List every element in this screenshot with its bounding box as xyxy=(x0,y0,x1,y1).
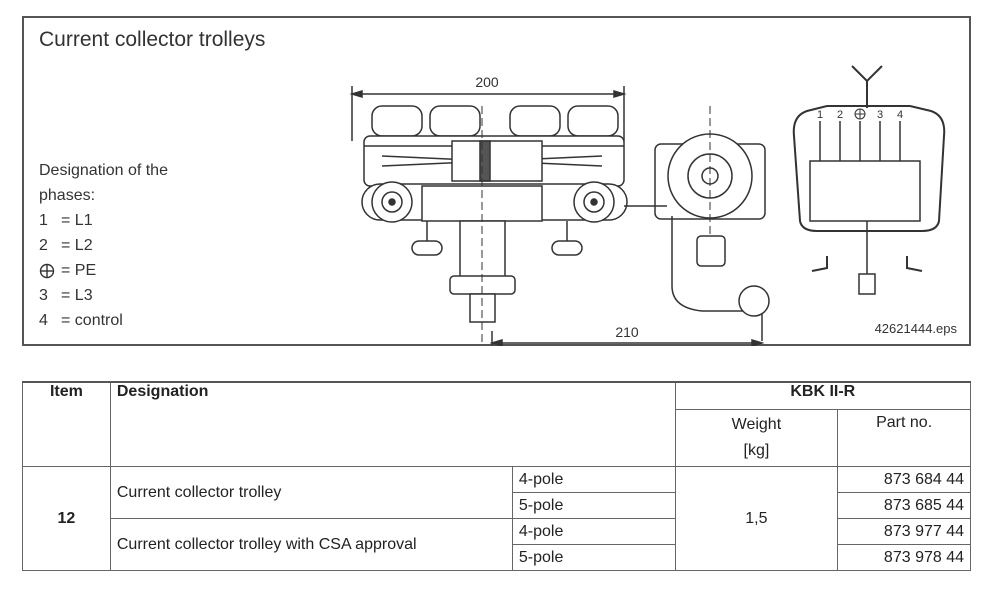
part-number: 873 977 44 xyxy=(837,518,971,545)
legend-item-1: 1 = L1 xyxy=(39,212,93,229)
pole-cell: 5-pole xyxy=(511,544,676,571)
legend-item-4: 4 = control xyxy=(39,312,123,329)
pole-cell: 4-pole xyxy=(511,518,676,545)
designation-cell: Current collector trolley with CSA appro… xyxy=(109,518,513,571)
legend-item-2: 2 = L2 xyxy=(39,237,93,254)
table-row: Current collector trolley with CSA appro… xyxy=(23,518,971,571)
table-row: 12 Current collector trolley 4-pole 1,5 … xyxy=(22,466,971,571)
kbk-group-header: KBK II-R xyxy=(674,381,972,410)
phase-legend: Designation of the phases: 1 = L1 2 = L2… xyxy=(39,158,209,333)
pole-cell: 4-pole xyxy=(511,466,676,493)
pole-cell: 5-pole xyxy=(511,492,676,519)
trolley-drawing: 200 210 1 2 3 4 xyxy=(349,65,946,346)
part-number: 873 684 44 xyxy=(837,466,971,493)
legend-heading: Designation of the phases: xyxy=(39,162,168,204)
figure-box: Current collector trolleys Designation o… xyxy=(22,16,971,346)
part-number: 873 978 44 xyxy=(837,544,971,571)
weight-value: 1,5 xyxy=(674,466,839,571)
legend-item-pe: = PE xyxy=(39,258,209,283)
table-row: 5-pole 873 978 44 xyxy=(23,544,971,571)
designation-cell: Current collector trolley xyxy=(109,466,513,519)
designation-header: Designation xyxy=(109,381,676,467)
figure-title: Current collector trolleys xyxy=(39,28,266,51)
phase-label-4: 4 xyxy=(897,109,903,121)
part-header: Part no. xyxy=(837,409,971,467)
pe-terminal-icon xyxy=(854,108,866,120)
item-header: Item xyxy=(22,381,111,467)
phase-label-2: 2 xyxy=(837,109,843,121)
phase-label-1: 1 xyxy=(817,109,823,121)
bottom-dimension-label: 210 xyxy=(615,324,639,340)
weight-header: Weight [kg] xyxy=(674,409,839,467)
legend-item-3: 3 = L3 xyxy=(39,287,93,304)
phase-label-3: 3 xyxy=(877,109,883,121)
file-reference: 42621444.eps xyxy=(874,321,957,336)
item-number: 12 xyxy=(22,466,111,571)
parts-table: Item Designation KBK II-R Weight [kg] Pa… xyxy=(22,381,972,571)
part-number: 873 685 44 xyxy=(837,492,971,519)
top-dimension-label: 200 xyxy=(475,74,499,90)
table-row: 5-pole 873 685 44 xyxy=(23,492,971,519)
earth-ground-icon xyxy=(39,263,55,278)
